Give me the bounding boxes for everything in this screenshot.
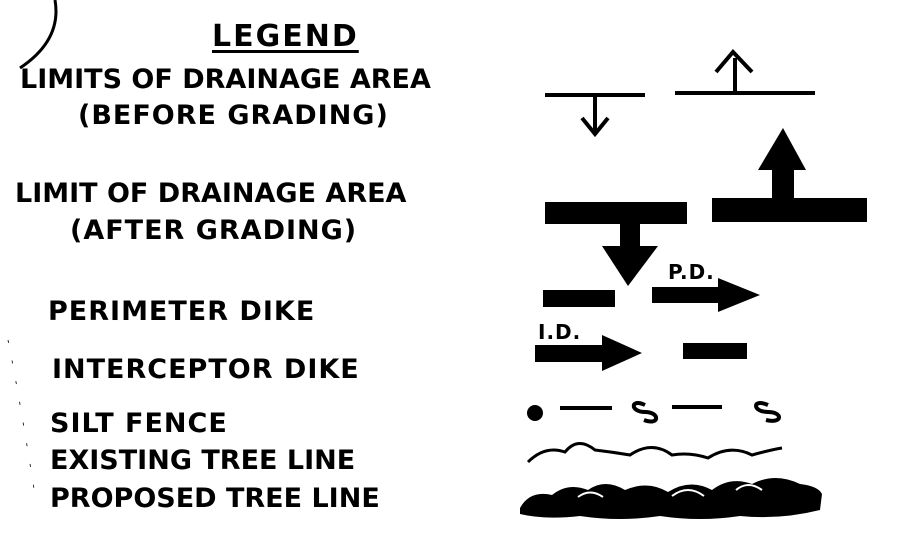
label-silt-fence: SILT FENCE [50,408,228,439]
label-drainage-before-line2: (BEFORE GRADING) [78,100,389,131]
symbol-text-interceptor-dike: I.D. [538,320,582,344]
symbol-proposed-tree-line [520,478,822,519]
scan-margin-mark [7,339,36,496]
legend-title: LEGEND [212,19,359,54]
label-perimeter-dike: PERIMETER DIKE [48,296,316,327]
label-drainage-after-line2: (AFTER GRADING) [70,215,358,246]
label-drainage-after-line1: LIMIT OF DRAINAGE AREA [15,178,407,209]
label-drainage-before-line1: LIMITS OF DRAINAGE AREA [20,64,431,95]
symbol-perimeter-dike [543,278,760,312]
symbol-interceptor-dike [535,335,747,371]
label-existing-tree-line: EXISTING TREE LINE [50,445,356,476]
symbol-silt-fence [527,401,781,424]
scan-curve-mark [19,0,58,70]
label-proposed-tree-line: PROPOSED TREE LINE [50,483,380,514]
label-interceptor-dike: INTERCEPTOR DIKE [52,354,360,385]
symbol-drainage-before [545,49,815,138]
symbol-text-perimeter-dike: P.D. [668,260,715,284]
symbol-drainage-after [545,128,867,286]
symbol-existing-tree-line [526,442,783,464]
